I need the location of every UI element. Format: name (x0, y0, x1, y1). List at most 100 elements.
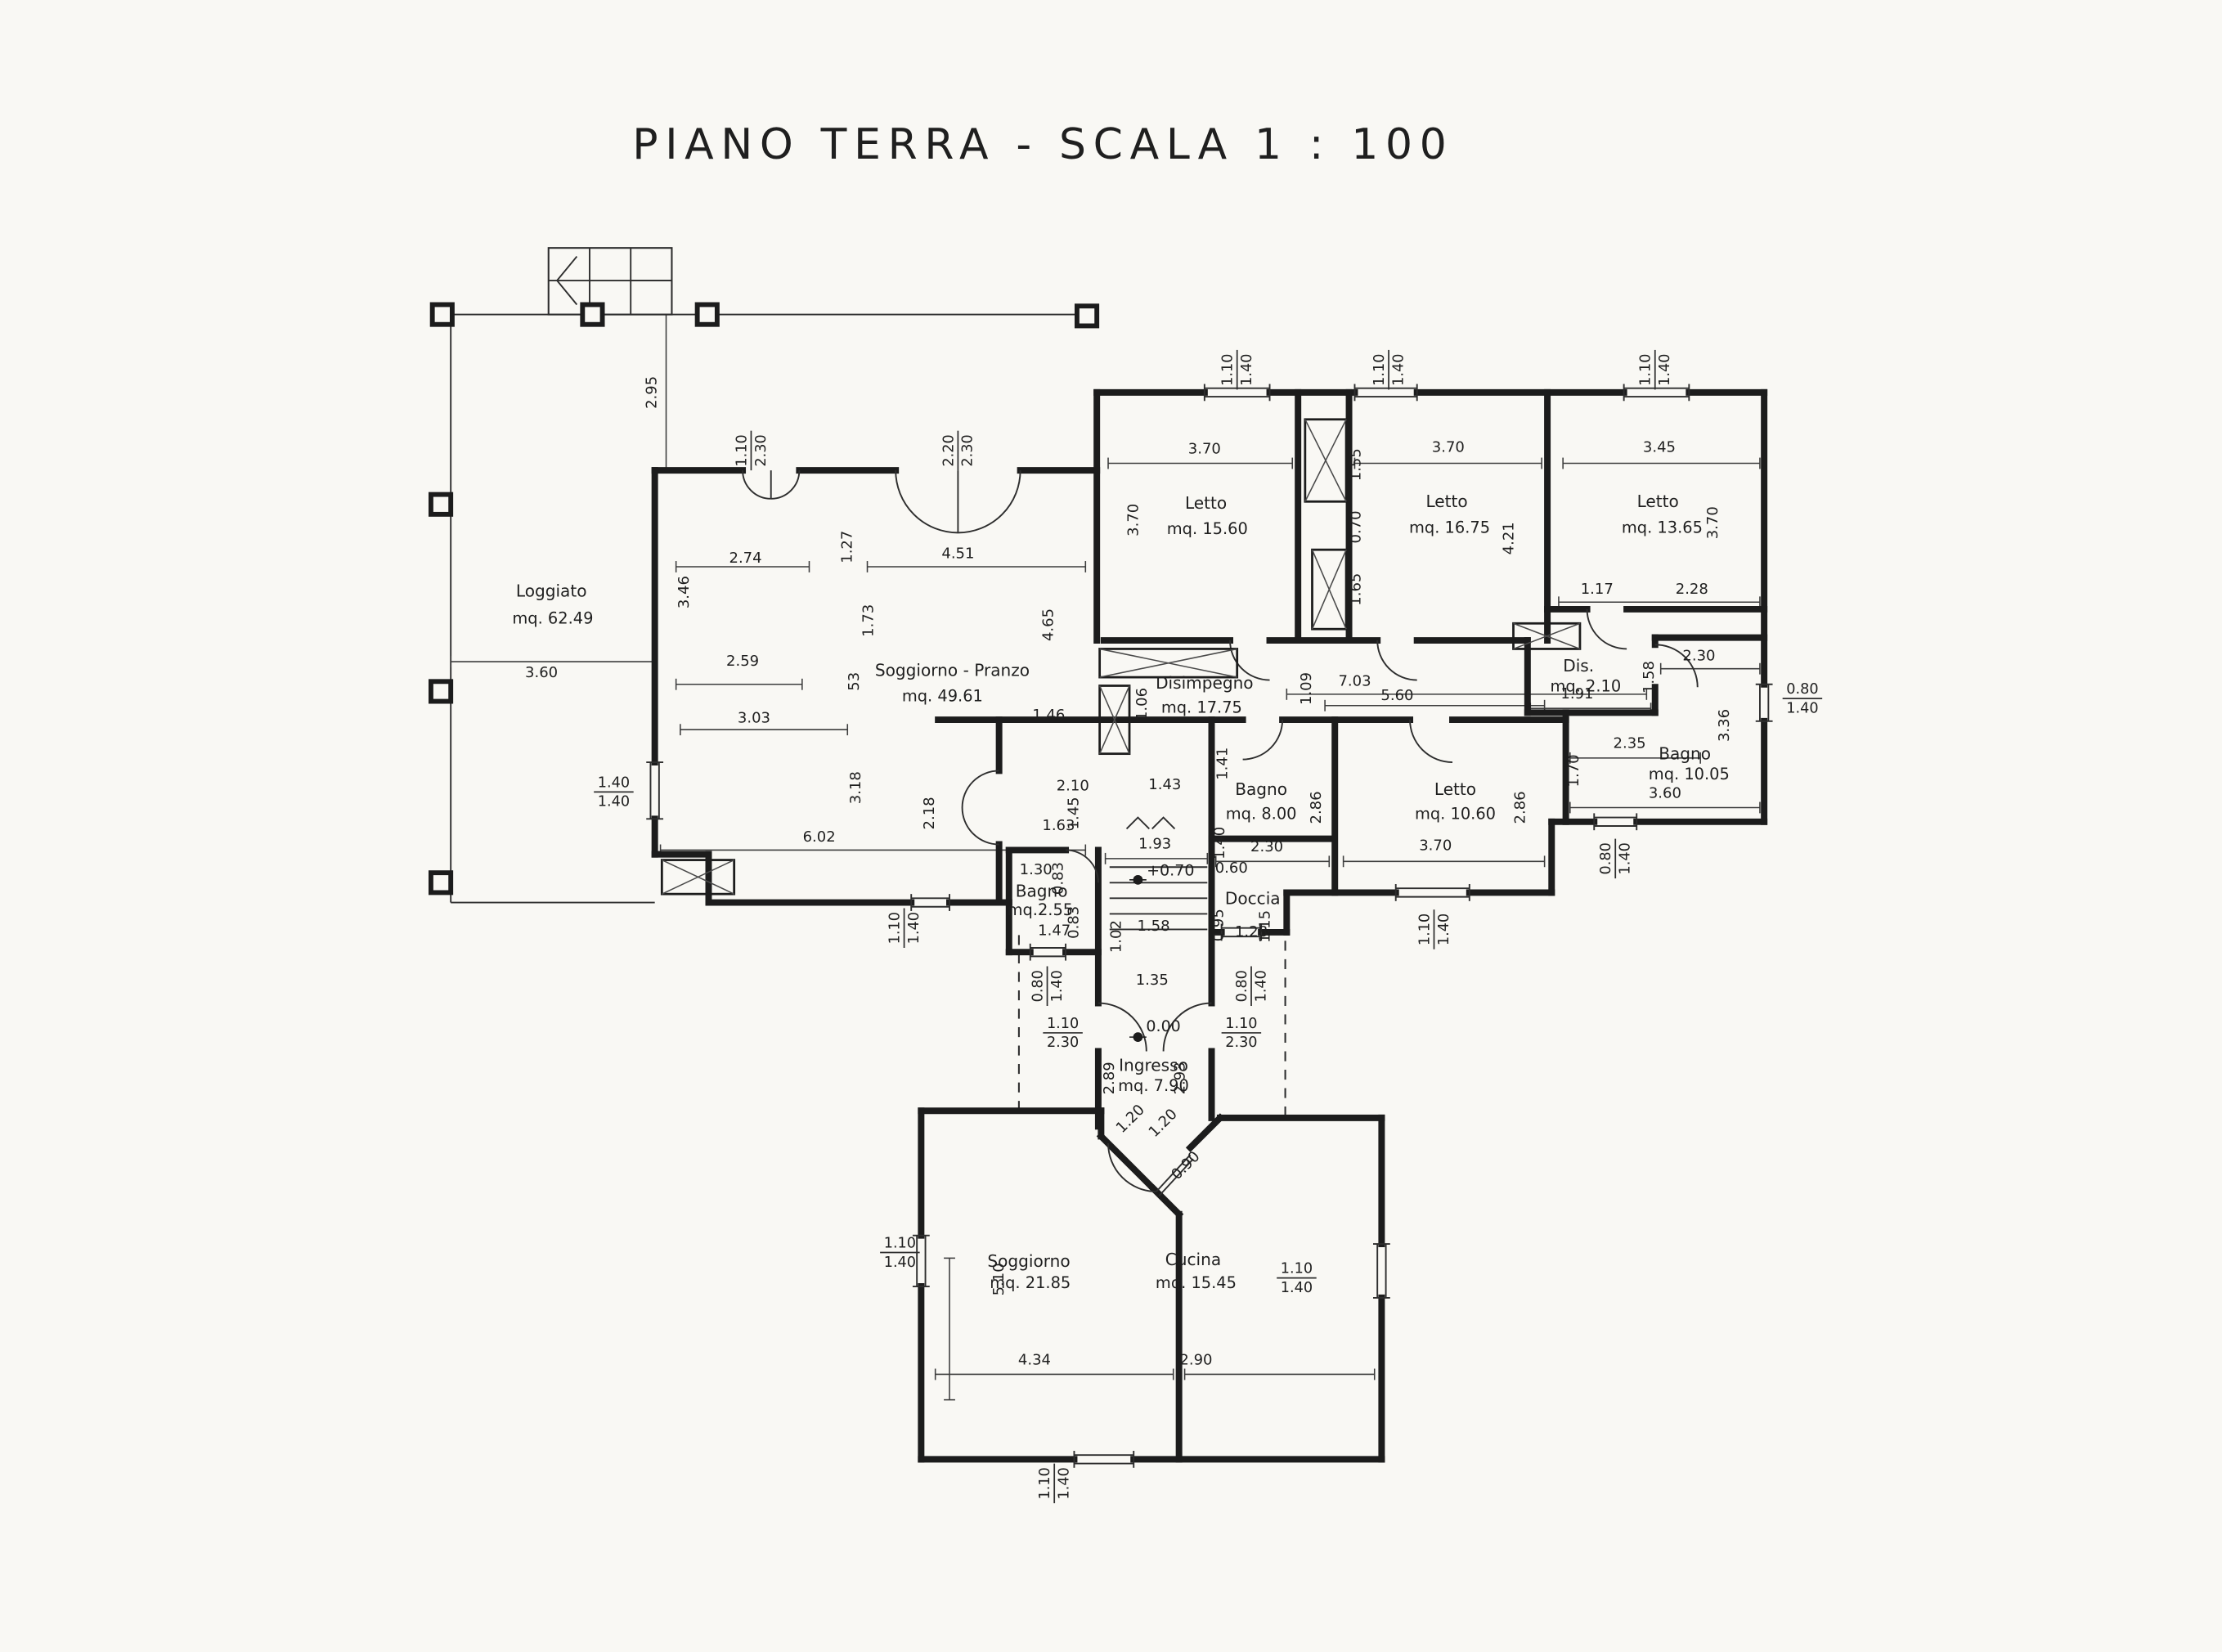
loggia-pillars (428, 302, 1100, 896)
dim-label: 3.70 (1188, 440, 1221, 457)
svg-text:1.40: 1.40 (1239, 353, 1255, 385)
dim-label: 5.60 (1380, 687, 1413, 704)
svg-text:0.80: 0.80 (1234, 970, 1250, 1002)
dim-label: 2.86 (1511, 791, 1528, 824)
svg-text:1.40: 1.40 (1657, 353, 1673, 385)
opening-size-label: 1.102.30 (1043, 1016, 1083, 1051)
svg-text:1.40: 1.40 (906, 912, 922, 944)
room-name: Bagno (1016, 882, 1068, 901)
room-area: mq. 7.90 (1118, 1076, 1189, 1095)
dim-label: 1.20 (1113, 1102, 1148, 1137)
dim-label: 3.70 (1124, 504, 1142, 536)
room-area: mq. 49.61 (902, 687, 983, 706)
dim-label: 1.41 (1214, 747, 1232, 780)
dim-label: 0.83 (1066, 906, 1083, 939)
svg-text:1.10: 1.10 (1225, 1016, 1257, 1032)
dim-label: 2.35 (1614, 735, 1646, 752)
svg-text:1.40: 1.40 (1436, 914, 1452, 945)
svg-text:1.10: 1.10 (884, 1235, 916, 1251)
svg-text:0.80: 0.80 (1030, 970, 1046, 1002)
dim-label: 1.43 (1148, 776, 1181, 793)
dim-label: 4.65 (1039, 608, 1057, 641)
room-name: Loggiato (516, 581, 587, 600)
dim-label: 3.46 (676, 576, 693, 608)
room-area: mq. 62.49 (512, 608, 593, 627)
dim-label: 5.10 (990, 1263, 1008, 1295)
svg-text:0.80: 0.80 (1786, 681, 1818, 698)
dim-label: 1.06 (1133, 688, 1151, 721)
dim-label: 4.21 (1501, 522, 1518, 554)
svg-text:2.20: 2.20 (940, 434, 957, 466)
opening-size-label: 1.101.40 (1277, 1261, 1317, 1296)
windows (646, 384, 1773, 1468)
room-name: Disimpegno (1156, 673, 1254, 693)
svg-text:1.10: 1.10 (1416, 914, 1433, 945)
svg-text:1.40: 1.40 (1390, 353, 1407, 385)
dim-label: 1.55 (1347, 448, 1364, 481)
room-name: Letto (1425, 492, 1467, 511)
dim-label: 1.46 (1032, 707, 1065, 724)
dim-label: 1.40 (1211, 827, 1228, 860)
dim-label: 4.34 (1018, 1351, 1051, 1368)
dim-label: 1.20 (1146, 1106, 1181, 1141)
dim-label: 3.60 (1649, 784, 1681, 801)
room-name: Letto (1637, 492, 1679, 511)
dim-label: 1.45 (1066, 797, 1083, 829)
dim-label: 1.91 (1560, 685, 1593, 703)
room-name: Letto (1185, 493, 1227, 513)
dim-label: 2.89 (1101, 1062, 1118, 1094)
dim-label: 3.18 (847, 771, 864, 804)
dim-label: 1.65 (1347, 573, 1364, 606)
level-marker-label: +0.70 (1147, 862, 1194, 880)
dim-label: 2.30 (1682, 647, 1715, 664)
dim-label: 2.30 (1250, 838, 1283, 855)
dim-label: 3.70 (1432, 439, 1465, 456)
svg-text:1.10: 1.10 (1047, 1016, 1079, 1032)
dim-label: 1.27 (838, 531, 855, 563)
projection-dashed-lines (1017, 935, 1286, 1118)
room-area: mq. 13.65 (1622, 518, 1703, 536)
room-name: Ingresso (1119, 1056, 1188, 1075)
dim-label: 1.02 (1108, 920, 1125, 953)
room-area: mq. 8.00 (1226, 804, 1297, 823)
svg-text:2.30: 2.30 (1225, 1035, 1257, 1051)
dim-label: 1.93 (1138, 836, 1171, 853)
room-area: mq. 15.60 (1167, 519, 1248, 538)
plan-title: PIANO TERRA - SCALA 1 : 100 (632, 120, 1453, 169)
stairs (547, 247, 1208, 931)
svg-text:1.10: 1.10 (1220, 353, 1237, 385)
opening-size-label: 1.101.40 (880, 1235, 920, 1271)
svg-text:1.40: 1.40 (598, 794, 630, 810)
room-name: Cucina (1165, 1250, 1221, 1269)
opening-size-label: 1.401.40 (594, 774, 634, 810)
dim-label: 1.73 (860, 604, 877, 637)
dim-label: 0.95 (1210, 909, 1227, 941)
walls (651, 388, 1768, 1463)
svg-text:2.30: 2.30 (960, 434, 976, 466)
svg-text:2.30: 2.30 (753, 434, 770, 466)
dim-label: 3.70 (1419, 837, 1452, 854)
dim-label: 1.15 (1257, 910, 1274, 943)
dim-label: 2.86 (1308, 791, 1325, 824)
svg-text:1.40: 1.40 (1253, 970, 1269, 1002)
svg-text:1.10: 1.10 (1037, 1467, 1053, 1499)
dim-label: 2.93 (1172, 1062, 1189, 1094)
room-area: mq. 21.85 (990, 1273, 1071, 1292)
svg-text:1.10: 1.10 (1371, 353, 1388, 385)
room-area: mq. 16.75 (1409, 518, 1490, 536)
dim-label: 53 (846, 672, 863, 691)
dim-label: 1.35 (1136, 972, 1169, 989)
dim-label: 0.83 (1050, 862, 1067, 895)
dim-label: 2.28 (1676, 581, 1708, 598)
dimension-lines (450, 313, 1761, 1401)
room-name: Letto (1434, 779, 1476, 799)
room-area: mq. 10.05 (1649, 765, 1730, 783)
